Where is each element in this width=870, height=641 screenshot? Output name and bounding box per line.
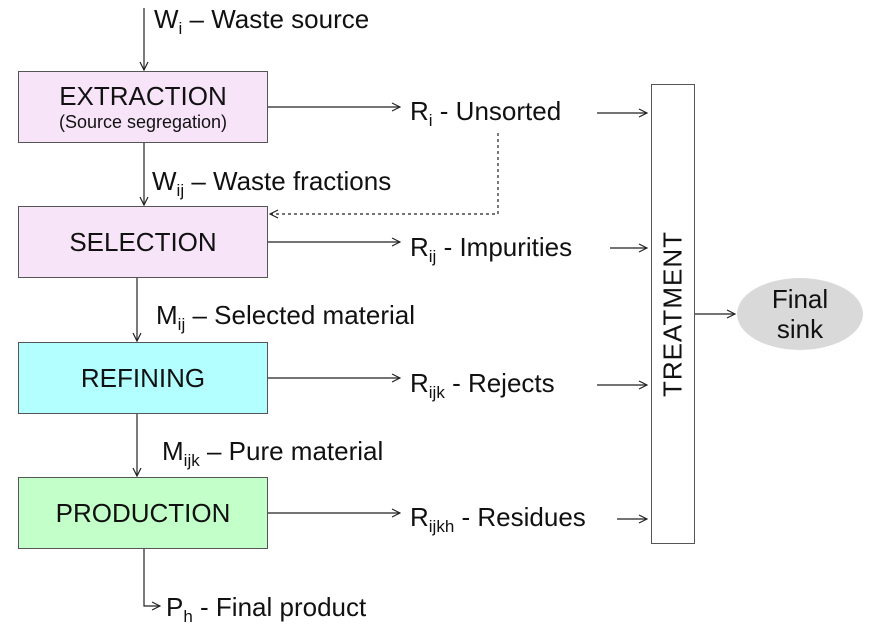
unsorted-label: Ri - Unsorted [410, 96, 562, 130]
selection-box: SELECTION [18, 206, 268, 278]
selected-material-label: Mij – Selected material [156, 300, 416, 334]
waste-source-label: Wi – Waste source [154, 4, 370, 38]
refining-box: REFINING [18, 342, 268, 414]
selection-title: SELECTION [69, 227, 217, 257]
refining-title: REFINING [80, 363, 206, 393]
sink-line-1: Final [771, 284, 829, 314]
sink-line-2: sink [776, 314, 824, 344]
final-product-label: Ph - Final product [166, 592, 367, 626]
treatment-box: TREATMENT [651, 84, 695, 544]
final-sink-ellipse: Final sink [737, 278, 863, 350]
extraction-title: EXTRACTION [59, 81, 227, 111]
impurities-label: Rij - Impurities [410, 232, 573, 266]
arrow-final-product [143, 549, 160, 606]
production-title: PRODUCTION [55, 498, 231, 528]
extraction-box: EXTRACTION (Source segregation) [18, 71, 268, 143]
rejects-label: Rijk - Rejects [410, 368, 555, 402]
waste-fractions-label: Wij – Waste fractions [152, 166, 392, 200]
arrow-unsorted-feedback-dashed [270, 133, 499, 214]
production-box: PRODUCTION [18, 477, 268, 549]
pure-material-label: Mijk – Pure material [162, 436, 384, 470]
extraction-subtitle: (Source segregation) [58, 112, 228, 132]
residues-label: Rijkh - Residues [410, 502, 586, 536]
